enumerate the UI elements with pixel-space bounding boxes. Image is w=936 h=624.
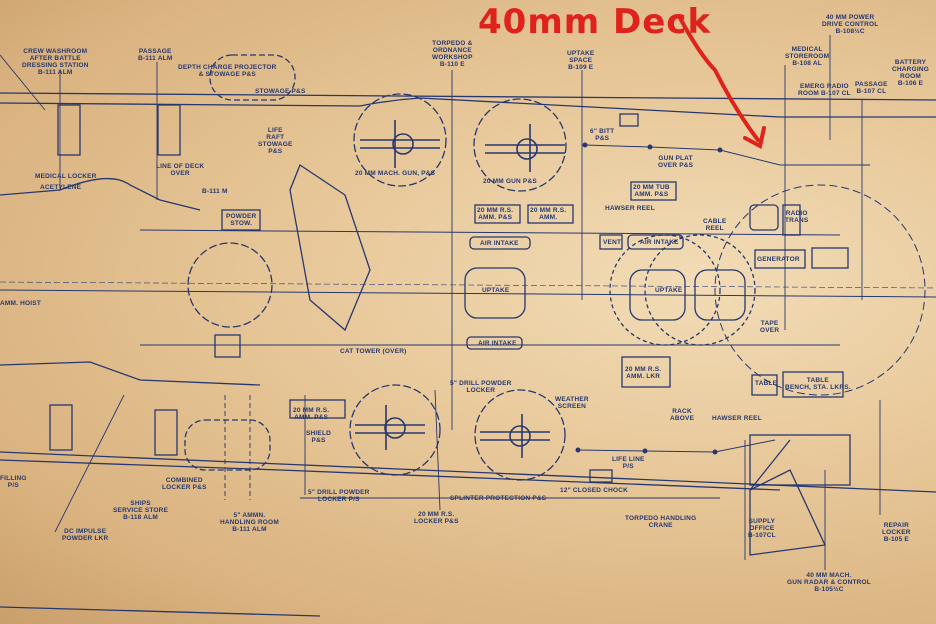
label-drill-powder-ps: 5" DRILL POWDER LOCKER P/S	[308, 489, 370, 503]
label-rs-amm-lkr: 20 MM R.S. AMM. LKR	[625, 366, 662, 380]
label-rs-locker: 20 MM R.S. LOCKER P&S	[414, 511, 459, 525]
label-cable-reel: CABLE REEL	[703, 218, 727, 232]
label-splinter-protection: SPLINTER PROTECTION P&S	[450, 495, 547, 502]
label-hawser-reel-top: HAWSER REEL	[605, 205, 655, 212]
label-tub-amm: 20 MM TUB AMM. P&S	[633, 184, 670, 198]
label-medical-locker: MEDICAL LOCKER	[35, 173, 97, 180]
label-b111m: B-111 M	[202, 188, 228, 195]
label-air-intake-1: AIR INTAKE	[480, 240, 519, 247]
label-repair-locker: REPAIR LOCKER B-105 E	[882, 522, 911, 543]
label-dc-impulse: DC IMPULSE POWDER LKR	[62, 528, 109, 542]
label-power-drive: 40 MM POWER DRIVE CONTROL B-108½C	[822, 14, 879, 35]
label-uptake-space: UPTAKE SPACE B-109 E	[567, 50, 595, 71]
life-lines	[300, 142, 870, 499]
label-20mm-gun: 20 MM GUN P&S	[483, 178, 537, 185]
label-life-line: LIFE LINE P/S	[612, 456, 645, 470]
label-closed-chock: 12" CLOSED CHOCK	[560, 487, 629, 494]
label-line-of-deck: LINE OF DECK OVER	[156, 163, 205, 177]
label-emerg-radio: EMERG RADIO ROOM B-107 CL	[798, 83, 851, 97]
label-table: TABLE	[755, 380, 778, 387]
label-bitt: 6" BITT P&S	[590, 128, 615, 142]
label-passage-aft: PASSAGE B-111 ALM	[138, 48, 173, 62]
label-torpedo-crane: TORPEDO HANDLING CRANE	[625, 515, 697, 529]
label-crew-washroom: CREW WASHROOM AFTER BATTLE DRESSING STAT…	[22, 48, 89, 76]
label-rack-above: RACK ABOVE	[670, 408, 695, 422]
label-stowage: STOWAGE P&S	[255, 88, 306, 95]
label-20mm-mach-gun: 20 MM MACH. GUN, P&S	[355, 170, 436, 177]
label-table-bench: TABLE BENCH, STA. LKRS.	[785, 377, 851, 391]
label-radar-control: 40 MM MACH. GUN RADAR & CONTROL B-105½C	[787, 572, 871, 593]
label-tape-over: TAPE OVER	[760, 320, 780, 334]
label-hawser-reel-bottom: HAWSER REEL	[712, 415, 762, 422]
label-ships-store: SHIPS SERVICE STORE B-118 ALM	[113, 500, 169, 521]
leader-lines	[0, 35, 881, 570]
label-radio-trans: RADIO TRANS	[785, 210, 809, 224]
label-vent: VENT	[603, 239, 622, 246]
label-air-intake-3: AIR INTAKE	[640, 239, 679, 246]
label-combined-locker: COMBINED LOCKER P&S	[162, 477, 207, 491]
hull-lines	[0, 92, 936, 617]
label-drill-powder: 5" DRILL POWDER LOCKER	[450, 380, 512, 394]
label-air-intake-2: AIR INTAKE	[478, 340, 517, 347]
gun-tubs	[187, 93, 926, 481]
label-filling: FILLING P/S	[0, 475, 27, 489]
label-gun-plat: GUN PLAT OVER P&S	[658, 155, 694, 169]
room-outlines	[49, 54, 851, 556]
label-rs-amm: 20 MM R.S. AMM.	[530, 207, 567, 221]
label-medical-storeroom: MEDICAL STOREROOM B-108 AL	[785, 46, 830, 67]
red-arrow-annotation	[678, 16, 766, 150]
red-annotation-40mm-deck: 40mm Deck	[478, 2, 712, 42]
label-life-raft: LIFE RAFT STOWAGE P&S	[258, 127, 293, 155]
label-cat-tower: CAT TOWER (OVER)	[340, 348, 407, 355]
label-uptake-1: UPTAKE	[482, 287, 510, 294]
label-supply-office: SUPPLY OFFICE B-107CL	[748, 518, 776, 539]
label-battery-room: BATTERY CHARGING ROOM B-106 E	[892, 59, 929, 87]
label-rs-amm-ps-bottom: 20 MM R.S. AMM. P&S	[293, 407, 330, 421]
label-powder-stow: POWDER STOW.	[226, 213, 257, 227]
label-passage-fwd: PASSAGE B-107 CL	[855, 81, 888, 95]
label-uptake-2: UPTAKE	[655, 287, 683, 294]
label-weather-screen: WEATHER SCREEN	[555, 396, 589, 410]
label-amm-hoist: AMM. HOIST	[0, 300, 41, 307]
label-torpedo-workshop: TORPEDO & ORDNANCE WORKSHOP B-110 E	[432, 40, 473, 68]
label-ammn-handling: 5" AMMN. HANDLING ROOM B-111 ALM	[220, 512, 279, 533]
label-depth-charge: DEPTH CHARGE PROJECTOR & STOWAGE P&S	[178, 64, 277, 78]
label-acetylene: ACETYLENE	[40, 184, 82, 191]
label-generator: GENERATOR	[757, 256, 800, 263]
label-shield: SHIELD P&S	[306, 430, 332, 444]
label-rs-amm-ps: 20 MM R.S. AMM. P&S	[477, 207, 514, 221]
gun-mounts	[355, 120, 565, 458]
